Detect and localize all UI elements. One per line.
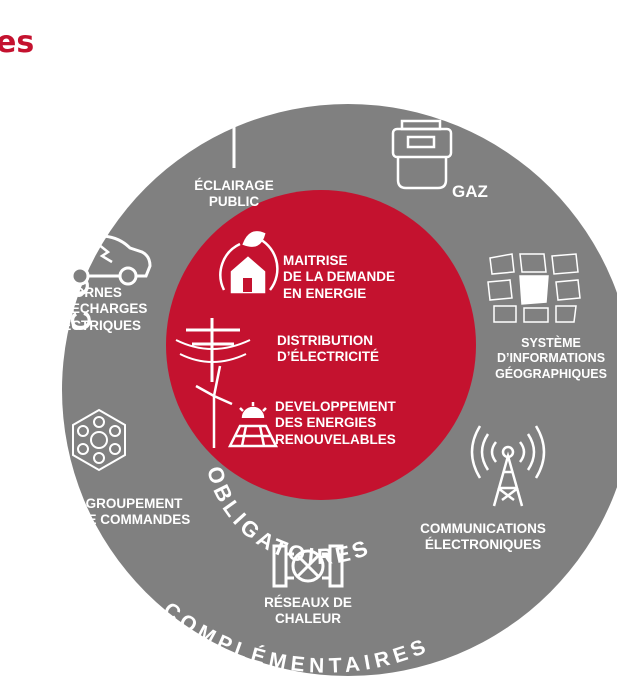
corner-title-fragment: es [0, 25, 35, 60]
label-line: EN ENERGIE [283, 285, 367, 301]
label-sig: SYSTÈME D’INFORMATIONS GÉOGRAPHIQUES [486, 336, 616, 382]
label-line: RENOUVELABLES [275, 431, 396, 447]
label-line: ÉCLAIRAGE [194, 178, 274, 193]
label-eclairage-public: ÉCLAIRAGE PUBLIC [171, 178, 297, 211]
label-gaz: GAZ [452, 182, 502, 203]
label-reseaux-chaleur: RÉSEAUX DE CHALEUR [253, 595, 363, 628]
eco-house-icon [219, 231, 279, 294]
label-line: ÉLECTRIQUES [44, 317, 141, 333]
label-maitrise: MAITRISE DE LA DEMANDE EN ENERGIE [283, 253, 433, 302]
power-pylon-icon [175, 318, 251, 382]
label-line: GROUPEMENT [85, 496, 183, 511]
label-line: GÉOGRAPHIQUES [495, 366, 607, 381]
map-grid-icon [487, 253, 581, 323]
network-hub-icon [72, 408, 126, 472]
label-renouvelables: DEVELOPPEMENT DES ENERGIES RENOUVELABLES [275, 399, 435, 448]
label-line: DE COMMANDES [77, 512, 191, 528]
street-lamp-icon [232, 92, 262, 168]
label-communications: COMMUNICATIONS ÉLECTRONIQUES [408, 521, 558, 554]
label-line: D’INFORMATIONS [496, 351, 606, 366]
label-line: DE LA DEMANDE [283, 269, 396, 285]
label-distribution: DISTRIBUTION D’ÉLECTRICITÉ [277, 333, 427, 366]
label-line: DEVELOPPEMENT [275, 399, 396, 414]
label-line: CHALEUR [275, 611, 341, 627]
label-line: SYSTÈME [521, 336, 581, 350]
label-line: DE RECHARGES [38, 301, 148, 317]
label-line: D’ÉLECTRICITÉ [277, 349, 380, 365]
label-bornes: BORNES DE RECHARGES ÉLECTRIQUES [18, 285, 168, 334]
label-line: DISTRIBUTION [277, 333, 373, 348]
label-line: MAITRISE [283, 253, 348, 268]
antenna-tower-icon [470, 425, 546, 507]
wind-solar-icon [195, 365, 279, 448]
label-line: GAZ [452, 182, 488, 201]
label-line: COMMUNICATIONS [420, 521, 546, 536]
label-line: ÉLECTRONIQUES [424, 537, 542, 553]
gas-meter-icon [391, 119, 453, 190]
label-groupement: GROUPEMENT DE COMMANDES [58, 496, 210, 529]
label-line: PUBLIC [208, 194, 260, 210]
label-line: DES ENERGIES [275, 415, 377, 431]
pipe-valve-icon [272, 544, 344, 588]
label-line: BORNES [64, 285, 122, 300]
electric-car-icon [56, 210, 152, 286]
label-line: RÉSEAUX DE [264, 595, 352, 610]
